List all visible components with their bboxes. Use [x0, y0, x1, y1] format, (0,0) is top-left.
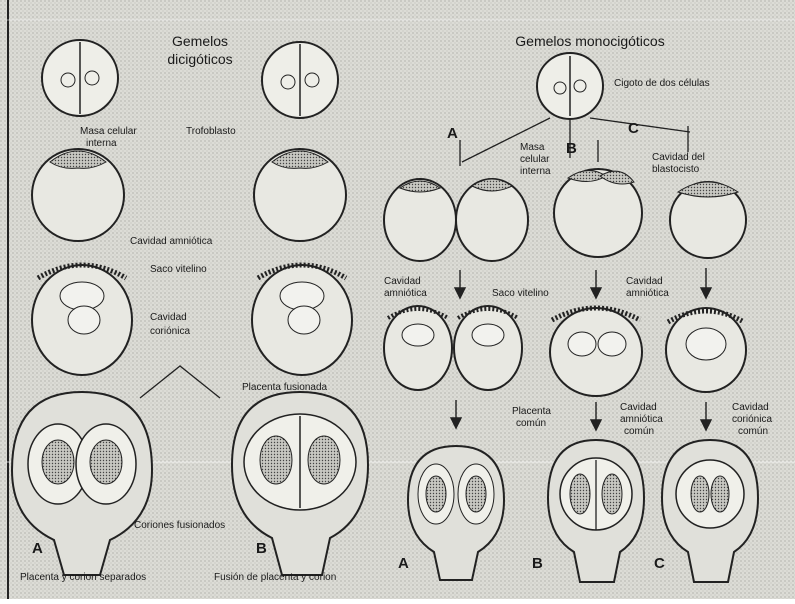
bottom-label-c: C: [654, 555, 665, 572]
label-common-chorionic-line1: Cavidad: [732, 402, 769, 413]
label-separate-chorions: Coriones fusionados: [134, 520, 225, 531]
label-inner-cell-mass-b-line2: celular: [520, 154, 550, 165]
label-placenta-separate: Placenta y corion separados: [20, 572, 146, 583]
dizygotic-title-line2: dicigóticos: [167, 51, 232, 67]
mono-c-blastocyst: [670, 182, 746, 258]
label-amniotic-a-line2: amniótica: [384, 288, 427, 299]
label-chorionic-cavity-line2: coriónica: [150, 326, 190, 337]
label-common-amniotic-line2: amniótica: [620, 414, 663, 425]
label-yolk-sac: Saco vitelino: [150, 264, 207, 275]
mono-a-blastocyst-2: [456, 179, 528, 261]
dizygotic-zygote-b: [262, 42, 338, 118]
label-common-amniotic-line3: común: [624, 426, 654, 437]
label-fused-placenta-chorion: Fusión de placenta y corion: [214, 572, 336, 583]
label-yolk-sac-mono: Saco vitelino: [492, 288, 549, 299]
dizygotic-embryo-a: [32, 265, 132, 375]
di-label-a: A: [32, 540, 43, 557]
label-amniotic-c-line1: Cavidad: [626, 276, 663, 287]
label-common-placenta-line2: común: [516, 418, 546, 429]
dizygotic-embryo-b: [252, 265, 352, 375]
label-amniotic-c-line2: amniótica: [626, 288, 669, 299]
mono-label-b: B: [566, 140, 577, 157]
mono-b-embryo: [550, 308, 642, 396]
label-blastocyst-cavity-line2: blastocisto: [652, 164, 700, 175]
mono-a-embryo-2: [454, 306, 522, 390]
dizygotic-zygote-a: [42, 40, 118, 116]
label-amniotic-a-line1: Cavidad: [384, 276, 421, 287]
bottom-label-a: A: [398, 555, 409, 572]
dizygotic-title-line1: Gemelos: [172, 33, 228, 49]
monozygotic-zygote: [537, 53, 603, 119]
label-common-amniotic-line1: Cavidad: [620, 402, 657, 413]
mono-label-c: C: [628, 120, 639, 137]
label-trophoblast: Trofoblasto: [186, 126, 236, 137]
dizygotic-blastocyst-b: [254, 149, 346, 241]
di-label-b: B: [256, 540, 267, 557]
monozygotic-title: Gemelos monocigóticos: [515, 33, 664, 49]
label-common-placenta-line1: Placenta: [512, 406, 551, 417]
label-fused-placenta: Placenta fusionada: [242, 382, 328, 393]
label-common-chorionic-line2: coriónica: [732, 414, 772, 425]
mono-label-a: A: [447, 125, 458, 142]
label-inner-cell-mass-line2: interna: [86, 138, 117, 149]
label-inner-cell-mass-b-line3: interna: [520, 166, 551, 177]
label-inner-cell-mass-b-line1: Masa: [520, 142, 545, 153]
mono-b-blastocyst: [554, 169, 642, 257]
mono-a-blastocyst-1: [384, 179, 456, 261]
label-amniotic-cavity: Cavidad amniótica: [130, 236, 213, 247]
label-inner-cell-mass-line1: Masa celular: [80, 126, 137, 137]
dizygotic-blastocyst-a: [32, 149, 124, 241]
mono-c-embryo: [666, 308, 746, 392]
mono-a-embryo-1: [384, 306, 452, 390]
label-chorionic-cavity-line1: Cavidad: [150, 312, 187, 323]
label-common-chorionic-line3: común: [738, 426, 768, 437]
label-two-cell: Cigoto de dos células: [614, 78, 710, 89]
label-blastocyst-cavity-line1: Cavidad del: [652, 152, 705, 163]
bottom-label-b: B: [532, 555, 543, 572]
